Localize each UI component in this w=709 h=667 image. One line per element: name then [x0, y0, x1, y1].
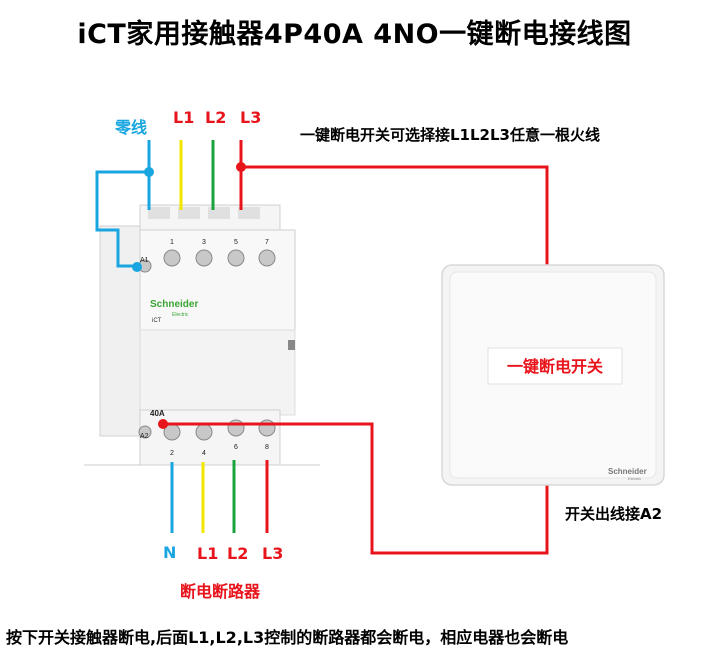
n-label-bottom: N: [163, 543, 177, 562]
terminal-slot-5: [208, 207, 230, 219]
terminal-slot-1: [148, 207, 170, 219]
l3-label-top: L3: [240, 108, 262, 127]
svg-text:Electric: Electric: [172, 312, 189, 318]
brand-logo: Schneider: [150, 299, 198, 310]
top-screws: [138, 249, 276, 273]
neutral-label-top: 零线: [115, 118, 148, 137]
diagram-title: iCT家用接触器4P40A 4NO一键断电接线图: [77, 19, 632, 50]
switch-output-wire: [163, 422, 549, 555]
bottom-wires: [170, 460, 269, 533]
coil-a1-label: A1: [140, 257, 149, 264]
terminal-slot-7: [238, 207, 260, 219]
terminal-number-8: 8: [265, 444, 269, 451]
terminal-number-7: 7: [265, 239, 269, 246]
switch-note: 一键断电开关可选择接L1L2L3任意一根火线: [300, 126, 600, 144]
footer-note: 按下开关接触器断电,后面L1,L2,L3控制的断路器都会断电，相应电器也会断电: [6, 628, 569, 647]
terminal-number-4: 4: [202, 450, 206, 457]
l1-label-bottom: L1: [197, 544, 219, 563]
l3-label-bottom: L3: [262, 544, 284, 563]
switch-brand-logo: Schneider: [608, 467, 647, 476]
switch-panel: 一键断电开关 Schneider Electric: [441, 264, 665, 486]
coil-a2-label: A2: [140, 433, 149, 440]
terminal-slot-3: [178, 207, 200, 219]
terminal-number-5: 5: [234, 239, 238, 246]
model-label: iCT: [152, 318, 162, 324]
l2-label-bottom: L2: [227, 544, 249, 563]
rating-label: 40A: [150, 409, 165, 418]
contactor-lower-face: [139, 329, 296, 416]
neutral-junction-dot: [144, 167, 154, 177]
l3-junction-dot: [236, 162, 246, 172]
terminal-number-6: 6: [234, 444, 238, 451]
contactor: Schneider Electric iCT 40A A1 A2 1 3 5 7…: [99, 204, 296, 466]
svg-text:Electric: Electric: [628, 476, 641, 481]
l2-label-top: L2: [205, 108, 227, 127]
top-wires: [95, 140, 549, 555]
terminal-number-1: 1: [170, 239, 174, 246]
switch-panel-label: 一键断电开关: [507, 357, 603, 376]
a2-junction-dot: [158, 419, 168, 429]
l1-label-top: L1: [173, 108, 195, 127]
breaker-label: 断电断路器: [180, 582, 261, 601]
neutral-coil-link: [95, 170, 149, 268]
switch-feed-wire: [241, 165, 549, 265]
terminal-number-2: 2: [170, 450, 174, 457]
switch-output-note: 开关出线接A2: [565, 505, 663, 523]
terminal-number-3: 3: [202, 239, 206, 246]
a1-junction-dot: [132, 262, 142, 272]
